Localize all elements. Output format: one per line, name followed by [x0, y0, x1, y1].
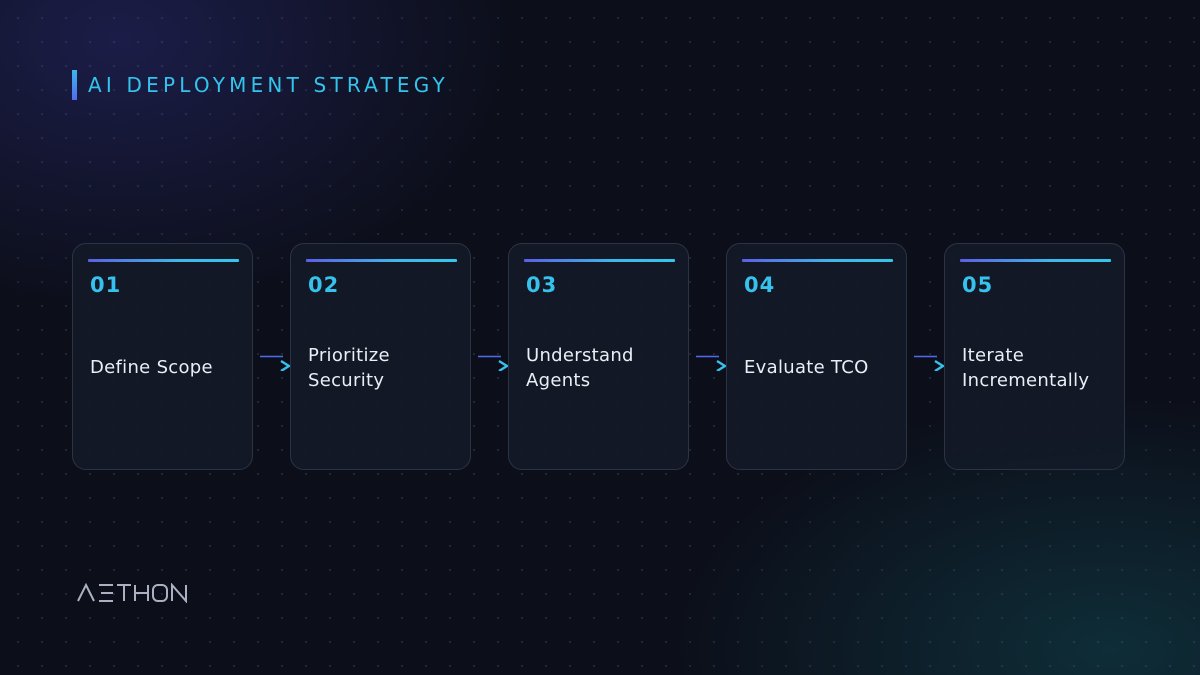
step-title: Understand Agents — [526, 344, 634, 391]
step-title: Define Scope — [90, 357, 213, 378]
arrow-right-icon — [478, 355, 509, 371]
slide-header: AI DEPLOYMENT STRATEGY — [72, 70, 449, 100]
step-title: Evaluate TCO — [744, 357, 869, 378]
card-accent-line — [524, 259, 675, 262]
arrow-right-icon — [696, 355, 727, 371]
header-accent-bar — [72, 70, 77, 100]
arrow-right-icon — [260, 355, 291, 371]
step-title: Iterate Incrementally — [962, 344, 1090, 391]
step-number: 01 — [90, 273, 122, 297]
step-card-4: 04 Evaluate TCO — [726, 243, 907, 470]
step-number: 04 — [744, 273, 776, 297]
card-accent-line — [88, 259, 239, 262]
step-number: 02 — [308, 273, 340, 297]
slide-title: AI DEPLOYMENT STRATEGY — [88, 73, 449, 97]
card-accent-line — [742, 259, 893, 262]
step-card-5: 05 Iterate Incrementally — [944, 243, 1125, 470]
step-card-3: 03 Understand Agents — [508, 243, 689, 470]
aethon-logo — [77, 583, 187, 603]
step-number: 03 — [526, 273, 558, 297]
card-accent-line — [306, 259, 457, 262]
step-number: 05 — [962, 273, 994, 297]
card-accent-line — [960, 259, 1111, 262]
arrow-right-icon — [914, 355, 945, 371]
step-title: Prioritize Security — [308, 344, 390, 391]
step-card-1: 01 Define Scope — [72, 243, 253, 470]
process-steps: 01 Define Scope 02 Prioritize Security 0… — [72, 243, 1126, 472]
step-card-2: 02 Prioritize Security — [290, 243, 471, 470]
